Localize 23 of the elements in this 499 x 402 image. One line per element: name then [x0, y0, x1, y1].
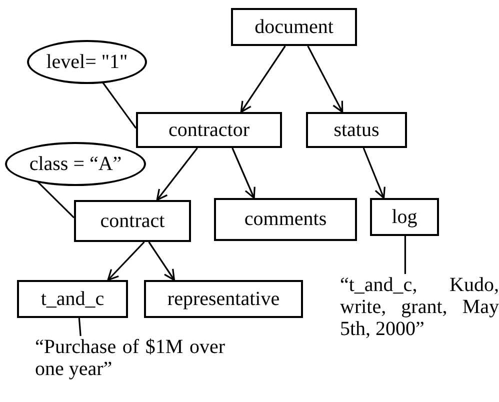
node-box: contract	[74, 200, 191, 242]
node-box: document	[231, 8, 357, 46]
attribute-ellipse: class = “A”	[5, 142, 146, 186]
node-box: representative	[144, 280, 303, 318]
arrow	[362, 148, 386, 199]
connector-line	[78, 318, 82, 336]
value-text: “Purchase of $1M over one year”	[35, 336, 225, 380]
node-box: status	[306, 112, 407, 148]
node-box: comments	[214, 198, 357, 241]
arrow	[240, 46, 286, 113]
arrow	[107, 241, 145, 281]
node-box: t_and_c	[17, 280, 128, 318]
arrow	[232, 148, 256, 199]
connector-line	[102, 82, 137, 129]
attribute-ellipse: level= "1"	[27, 40, 147, 84]
arrow	[307, 46, 344, 113]
arrow	[156, 148, 198, 201]
node-box: log	[370, 198, 439, 236]
value-text: “t_and_c, Kudo, write, grant, May 5th, 2000”	[340, 274, 499, 340]
connector-line	[404, 236, 406, 274]
node-box: contractor	[136, 112, 282, 148]
connector-line	[36, 180, 75, 218]
arrow	[148, 242, 175, 281]
